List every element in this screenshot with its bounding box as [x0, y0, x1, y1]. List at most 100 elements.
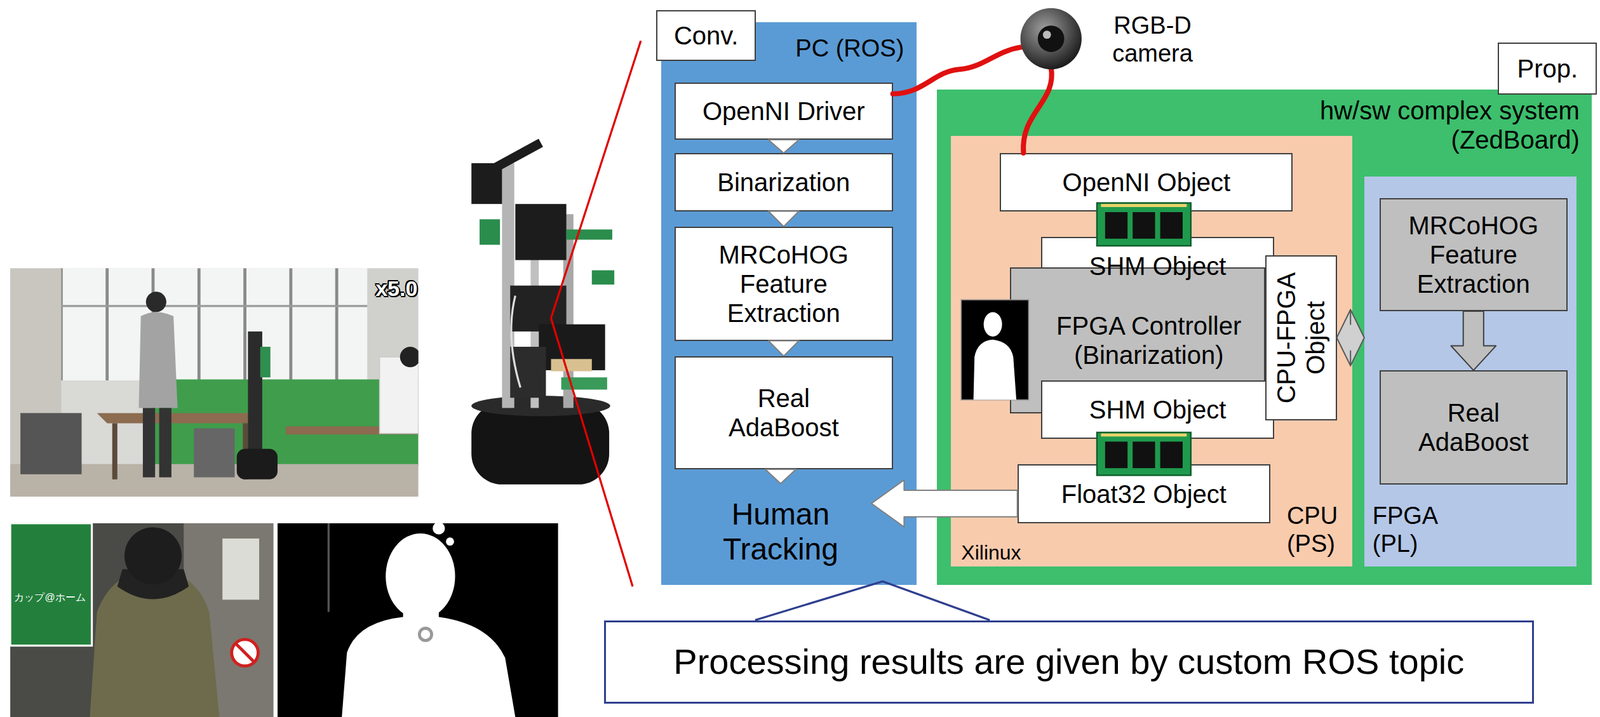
object-box: SHM Object: [1041, 380, 1275, 439]
box-label: FPGA Controller (Binarization): [1044, 311, 1254, 370]
corridor-photo: [231, 639, 259, 667]
camera-icon: [1037, 25, 1065, 53]
box-label: CPU-FPGA Object: [1271, 260, 1331, 416]
silhouette-image: [973, 339, 1017, 401]
box-label: OpenNI Driver: [702, 96, 866, 126]
robot-illustration: [515, 203, 566, 260]
room-photo: [247, 331, 262, 465]
robot-illustration: [471, 395, 610, 417]
speed-label: x5.0: [375, 276, 418, 302]
panel-label: FPGA (PL): [1372, 502, 1437, 558]
box-label: Human Tracking: [694, 496, 867, 567]
zoom-line: [551, 318, 634, 587]
callout-pointer: [755, 581, 990, 620]
room-photo: [142, 407, 155, 478]
hardware-box: Real AdaBoost: [1379, 370, 1568, 485]
binary-image: [419, 628, 432, 641]
memory-chip: [1132, 212, 1155, 239]
room-photo: [60, 268, 368, 381]
box-label: Real AdaBoost: [1410, 398, 1538, 457]
memory-chip: [1100, 203, 1187, 208]
room-photo: [105, 268, 109, 381]
room-photo: [146, 291, 167, 312]
callout-pointer: [755, 581, 990, 620]
box-label: Real AdaBoost: [720, 383, 848, 443]
memory-chip: [1105, 212, 1128, 239]
robot-illustration: [551, 358, 592, 371]
robot-illustration: [471, 142, 615, 485]
room-photo: [335, 268, 339, 381]
memory-chip: [1105, 441, 1128, 469]
room-photo: [197, 268, 201, 381]
box-label: MRCoHOG Feature Extraction: [701, 240, 867, 328]
silhouette-image: [961, 299, 1029, 400]
room-photo: [10, 268, 419, 497]
room-photo: [60, 304, 368, 307]
room-photo: [289, 268, 293, 381]
robot-illustration: [561, 377, 608, 390]
binary-image: [327, 523, 330, 613]
process-box: Binarization: [674, 153, 894, 212]
corridor-photo: [222, 538, 260, 600]
memory-chip: [1132, 441, 1155, 469]
binary-image: [277, 523, 559, 717]
zoom-line: [551, 40, 641, 587]
robot-illustration: [511, 295, 521, 389]
corridor-photo: [235, 643, 255, 662]
corridor-photo: [10, 523, 274, 717]
binary-image: [445, 537, 455, 546]
process-box: Real AdaBoost: [674, 356, 894, 470]
room-photo: [20, 412, 82, 474]
tag-box: Prop.: [1497, 42, 1597, 95]
memory-chip: [1160, 212, 1183, 239]
room-photo: [260, 346, 271, 378]
box-label: Binarization: [717, 167, 850, 197]
binary-image: [432, 523, 445, 535]
room-photo: [10, 268, 419, 497]
corridor-photo: [10, 523, 274, 717]
memory-chip: [1100, 433, 1187, 437]
memory-chip: [1160, 441, 1183, 469]
room-photo: [193, 428, 235, 478]
silhouette-image: [961, 299, 1029, 400]
robot-illustration: [566, 229, 613, 240]
corridor-photo: [89, 569, 220, 717]
panel-label: PC (ROS): [795, 34, 904, 63]
room-photo: [400, 346, 419, 368]
room-photo: [112, 423, 118, 479]
box-label: MRCoHOG Feature Extraction: [1391, 210, 1557, 299]
box-label: Float32 Object: [1061, 479, 1227, 509]
binary-image: [385, 533, 455, 620]
memory-chip: [1096, 203, 1191, 246]
box-label: Prop.: [1516, 53, 1578, 84]
memory-chip: [1096, 432, 1191, 476]
fpga-panel: FPGA (PL) MRCoHOG Feature ExtractionReal …: [1364, 176, 1577, 567]
room-photo: [138, 311, 178, 408]
silhouette-image: [983, 311, 1003, 337]
process-box: MRCoHOG Feature Extraction: [674, 226, 894, 342]
panel-label: CPU (PS): [1286, 502, 1338, 558]
box-label: SHM Object: [1089, 395, 1227, 425]
process-box: OpenNI Driver: [674, 82, 894, 140]
sign-text: カップ@ホーム: [13, 591, 86, 604]
room-photo: [159, 407, 172, 478]
robot-illustration: [479, 219, 500, 245]
corridor-photo: [10, 523, 93, 646]
box-label: Processing results are given by custom R…: [673, 641, 1465, 683]
room-photo: [60, 268, 337, 381]
room-photo: [97, 412, 261, 424]
hardware-box: MRCoHOG Feature Extraction: [1379, 198, 1568, 312]
box-label: OpenNI Object: [1062, 167, 1231, 197]
robot-illustration: [591, 270, 615, 285]
binary-image: [341, 617, 516, 717]
box-label: SHM Object: [1089, 251, 1227, 281]
tag-box: Conv.: [656, 10, 756, 61]
camera-icon: [1020, 8, 1082, 70]
zoom-line: [551, 40, 641, 319]
room-photo: [379, 356, 419, 434]
robot-illustration: [471, 163, 502, 204]
output-node: Human Tracking: [689, 483, 872, 580]
panel-label: hw/sw complex system (ZedBoard): [1274, 95, 1580, 155]
panel-label: Xilinux: [961, 541, 1021, 565]
room-photo: [236, 449, 278, 480]
